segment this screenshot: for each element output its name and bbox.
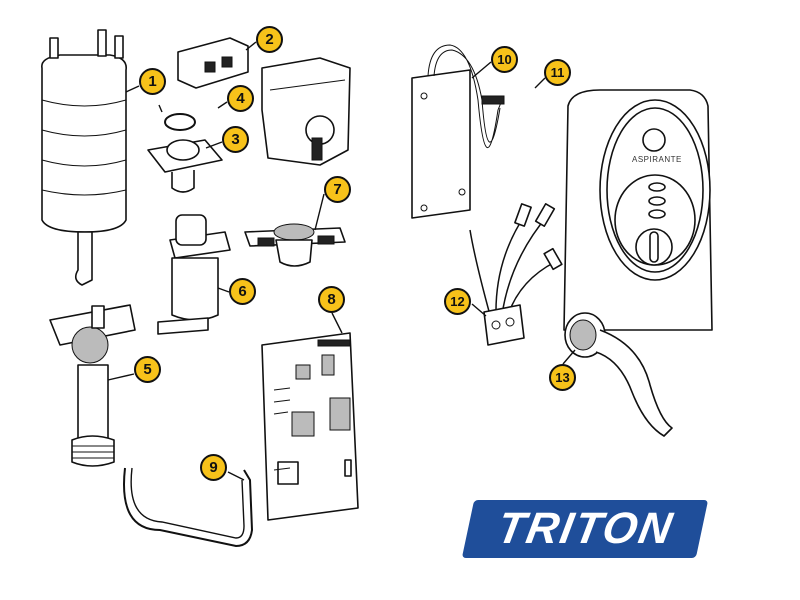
control-module	[411, 44, 505, 219]
leader-lines	[107, 41, 576, 481]
thermal-cut-out-valve	[49, 304, 136, 467]
stabiliser-valve	[261, 57, 351, 166]
callout-3: 3	[222, 126, 249, 153]
callout-2: 2	[256, 26, 283, 53]
callout-9: 9	[200, 454, 227, 481]
cable-connector	[469, 203, 563, 346]
product-brand-label: ASPIRANTE	[632, 155, 682, 164]
callout-7: 7	[324, 176, 351, 203]
pcb	[261, 332, 359, 521]
callout-11: 11	[544, 59, 571, 86]
heater-tank	[41, 29, 127, 286]
callout-8: 8	[318, 286, 345, 313]
bracket	[123, 467, 254, 548]
callout-13: 13	[549, 364, 576, 391]
callout-6: 6	[229, 278, 256, 305]
triton-logo: TRITON	[461, 500, 709, 558]
callout-10: 10	[491, 46, 518, 73]
callout-5: 5	[134, 356, 161, 383]
terminal-block	[177, 37, 249, 89]
shower-head	[564, 312, 673, 437]
solenoid-valve	[157, 214, 231, 335]
callout-4: 4	[227, 85, 254, 112]
shower-front-cover	[563, 89, 713, 331]
thermostat	[244, 223, 346, 267]
callout-1: 1	[139, 68, 166, 95]
logo-text: TRITON	[493, 504, 677, 553]
callout-12: 12	[444, 288, 471, 315]
pressure-relief-seal	[147, 113, 223, 193]
